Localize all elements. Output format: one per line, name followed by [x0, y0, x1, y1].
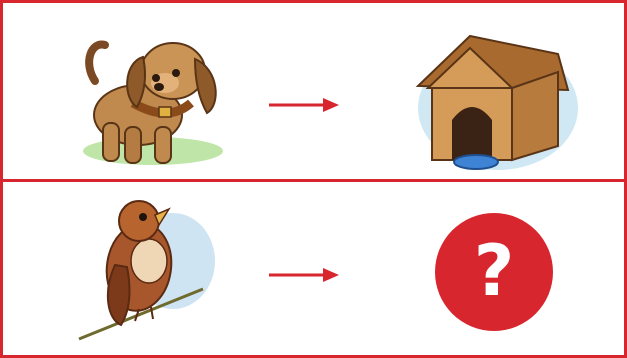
doghouse-icon — [408, 28, 578, 173]
bird-icon — [73, 191, 223, 341]
question-mark-icon: ? — [435, 213, 553, 331]
dog-icon — [73, 23, 223, 173]
question-mark-text: ? — [474, 236, 515, 306]
row-divider — [3, 179, 624, 182]
right-arrow-icon — [269, 97, 339, 113]
right-arrow-icon — [269, 267, 339, 283]
